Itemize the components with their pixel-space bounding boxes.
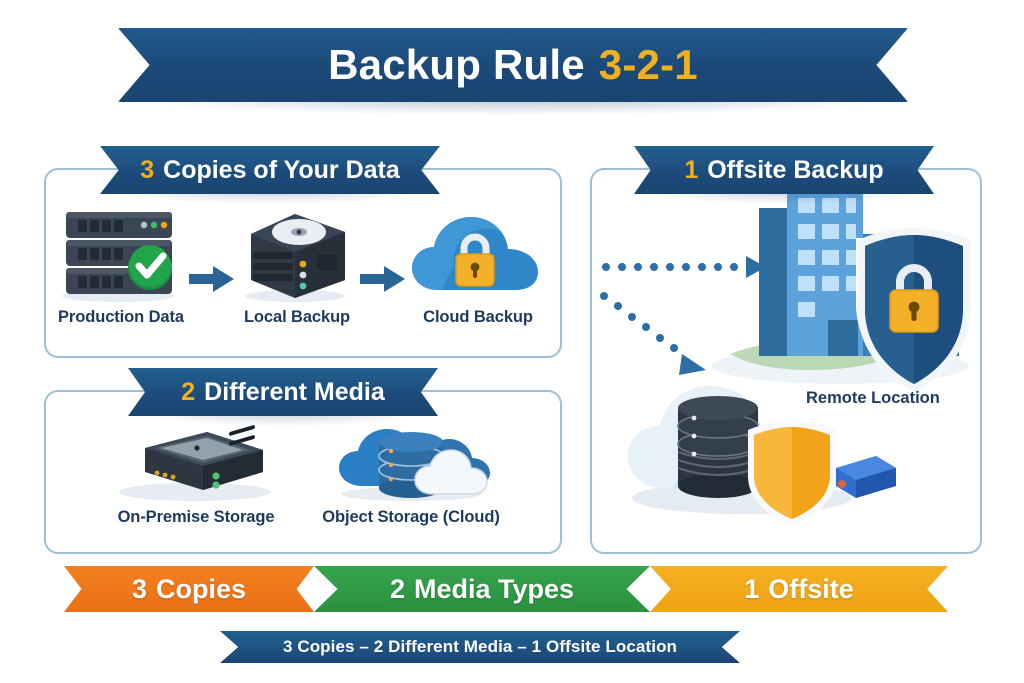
green-check-badge [128,245,172,290]
cloud-database-icon [321,424,501,502]
copies-arrow-1 [188,265,235,327]
media-item-object-storage: Object Storage (Cloud) [321,424,501,527]
panel-header-number: 1 [684,155,699,184]
panel-header-text: Copies of Your Data [163,155,400,184]
blue-connector-icon [836,456,896,498]
offsite-illustration [590,168,978,550]
media-item-label: On-Premise Storage [117,508,275,526]
band-label: Copies [156,573,247,604]
copies-item-production-data: Production Data [56,206,186,327]
dotted-arrow-diagonal-icon [600,292,706,375]
dotted-arrow-icon [602,256,766,278]
summary-band-offsite: 1 Offsite [650,566,948,612]
panel-header-text: Offsite Backup [707,155,884,184]
nas-disk-icon [237,206,357,302]
nas-box-icon [111,424,281,502]
panel-header-copies: 3 Copies of Your Data [100,146,440,194]
band-number: 1 [744,573,760,604]
cloud-lock-icon [408,206,548,302]
database-stack-dark [677,396,759,498]
title-main-text: Backup Rule [328,41,585,88]
padlock-glyph [455,233,495,287]
copies-item-cloud-backup: Cloud Backup [408,206,548,327]
panel-header-media: 2 Different Media [128,368,438,416]
footer-ribbon: 3 Copies – 2 Different Media – 1 Offsite… [220,631,740,663]
media-item-label: Object Storage (Cloud) [322,508,500,526]
copies-item-label: Production Data [58,308,184,326]
band-number: 2 [389,573,405,604]
panel-header-number: 3 [140,155,155,184]
summary-band-media: 2 Media Types [314,566,650,612]
panel-header-text: Different Media [204,377,385,406]
footer-text: 3 Copies – 2 Different Media – 1 Offsite… [282,637,678,656]
copies-item-label: Local Backup [243,308,351,326]
title-ribbon: Backup Rule 3-2-1 [118,28,908,102]
title-accent-text: 3-2-1 [598,41,698,88]
arrow-right-icon [359,265,406,293]
band-label: Offsite [768,573,854,604]
band-label: Media Types [413,573,575,604]
media-item-on-premise-storage: On-Premise Storage [111,424,281,527]
copies-item-label: Cloud Backup [423,308,533,326]
remote-location-label: Remote Location [806,389,940,407]
server-rack-check-icon [56,206,186,302]
copies-arrow-2 [359,265,406,327]
orange-shield-icon [748,421,836,526]
copies-item-local-backup: Local Backup [237,206,357,327]
media-icon-row: On-Premise Storage [96,424,516,527]
panel-header-number: 2 [181,377,196,406]
shield-lock-icon [856,228,970,392]
band-number: 3 [131,573,147,604]
summary-band-copies: 3 Copies [64,566,314,612]
cloud-database-shield-icon [628,386,896,526]
arrow-right-icon [188,265,235,293]
copies-icon-row: Production Data [56,206,548,327]
panel-header-offsite: 1 Offsite Backup [634,146,934,194]
